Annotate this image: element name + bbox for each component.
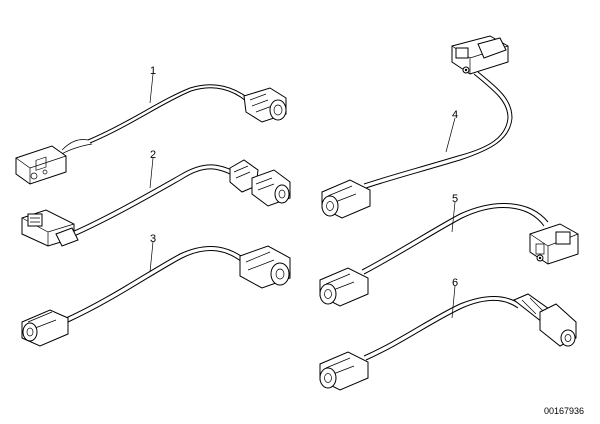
cable-1-round-connector <box>243 87 287 123</box>
cable-5-wire <box>361 203 549 271</box>
cable-2-clip-connector <box>229 159 291 207</box>
cable-1-rect-connector <box>15 145 67 185</box>
part-number-2: 2 <box>150 149 156 161</box>
cable-assembly-4 <box>321 35 513 219</box>
cable-3-wire-outline <box>67 250 243 323</box>
cable-assembly-3 <box>21 241 291 347</box>
cable-3-right-connector <box>239 245 291 289</box>
part-number-3: 3 <box>150 233 156 245</box>
cable-1-wire <box>87 84 249 141</box>
cable-5-rect-connector <box>529 223 579 265</box>
cable-1-leader <box>149 73 154 104</box>
part-number-1: 1 <box>150 65 156 77</box>
cable-4-round-connector <box>321 179 371 219</box>
cable-4-leader <box>445 117 456 153</box>
cable-assembly-2 <box>21 157 291 247</box>
part-number-5: 5 <box>452 193 458 205</box>
cable-assembly-6 <box>319 285 577 391</box>
cable-1-wire-a <box>61 139 89 151</box>
cable-4-wire-outline <box>363 73 509 185</box>
cable-1-wire-outline <box>89 87 247 144</box>
cable-6-leader <box>451 285 456 319</box>
cable-6-wire-outline <box>365 300 519 361</box>
cable-assembly-5 <box>319 201 579 307</box>
cable-5-leader <box>451 201 456 233</box>
cable-6-inline-connector <box>513 293 577 347</box>
cable-5-wire-outline <box>363 207 545 275</box>
cable-6-round-connector <box>319 351 369 391</box>
cable-2-leader <box>149 157 154 189</box>
part-number-6: 6 <box>452 277 458 289</box>
cable-2-rect-connector <box>21 209 79 247</box>
cable-3-left-connector <box>21 309 69 347</box>
cable-3-wire <box>65 246 245 319</box>
cable-2-wire-outline <box>73 168 235 237</box>
cable-5-round-connector <box>319 267 369 307</box>
drawing-code: 00167936 <box>544 406 584 416</box>
cable-4-wire <box>365 71 513 189</box>
cable-assembly-1 <box>15 73 287 185</box>
cable-6-wire <box>363 296 521 357</box>
cable-4-rect-connector <box>451 35 509 75</box>
part-number-4: 4 <box>452 109 458 121</box>
cable-2-wire <box>71 164 237 233</box>
cable-3-leader <box>149 241 154 273</box>
